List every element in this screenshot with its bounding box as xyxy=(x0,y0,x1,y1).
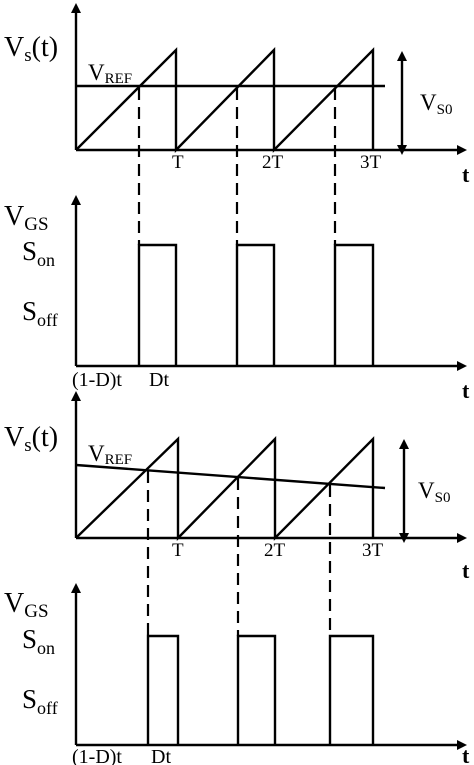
panel-4-son-label: Son xyxy=(22,624,55,658)
panel-1-vref-label: VREF xyxy=(88,60,132,87)
panel-2-soff-label: Soff xyxy=(22,296,58,330)
panel-1-sawtooth-wave xyxy=(75,47,375,153)
panel-1-t-axis-label: t xyxy=(462,162,470,187)
panel-1-tick-2T: 2T xyxy=(262,152,284,173)
panel-2-pulse-3 xyxy=(333,243,375,366)
panel-4-soff-label: Soff xyxy=(22,684,58,718)
panel-1-tick-3T: 3T xyxy=(360,152,382,173)
panel-2-pulse-1 xyxy=(137,243,178,366)
panel-3-sawtooth: Vs(t) VREF VS0 T 2T 3T t xyxy=(4,391,470,583)
panel-3-vs0-label: VS0 xyxy=(418,478,450,506)
panel-4-y-label: VGS xyxy=(4,588,49,622)
panel-2-x-label-left: (1-D)t xyxy=(72,369,122,391)
panel-3-vref-label: VREF xyxy=(88,441,132,468)
panel-3-vref-line xyxy=(75,463,386,490)
panel-4-gate: VGS Son Soff (1-D)t Dt t xyxy=(4,583,470,765)
panel-4-x-label-right: Dt xyxy=(151,746,171,765)
panel-2-son-label: Son xyxy=(22,236,55,270)
panel-4-t-axis-label: t xyxy=(462,743,470,765)
panel-1-vs0-label: VS0 xyxy=(420,90,452,118)
panel-3-tick-2T: 2T xyxy=(264,540,286,561)
panel-4-pulse-1 xyxy=(146,634,180,745)
panel-4-pulse-2 xyxy=(236,634,277,745)
panel-3-tick-3T: 3T xyxy=(362,540,384,561)
panel-1-tick-T: T xyxy=(172,152,184,173)
panel-3-sawtooth-wave xyxy=(75,436,375,541)
panel-3-t-axis-label: t xyxy=(462,558,470,583)
panel-3-tick-T: T xyxy=(172,540,184,561)
panel-2-y-label: VGS xyxy=(4,201,49,235)
panel-1-y-label: Vs(t) xyxy=(4,32,58,66)
panel-1-sawtooth: Vs(t) VREF VS0 T 2T 3T t xyxy=(4,3,470,187)
panel-2-x-label-right: Dt xyxy=(149,369,169,391)
panel-2-t-axis-label: t xyxy=(462,378,470,403)
panel-2-gate: VGS Son Soff (1-D)t Dt t xyxy=(4,195,470,403)
panel-2-pulse-2 xyxy=(235,243,276,366)
panel-3-y-label: Vs(t) xyxy=(4,422,58,456)
panel-4-x-label-left: (1-D)t xyxy=(72,746,122,765)
panel-4-pulse-3 xyxy=(328,634,375,745)
